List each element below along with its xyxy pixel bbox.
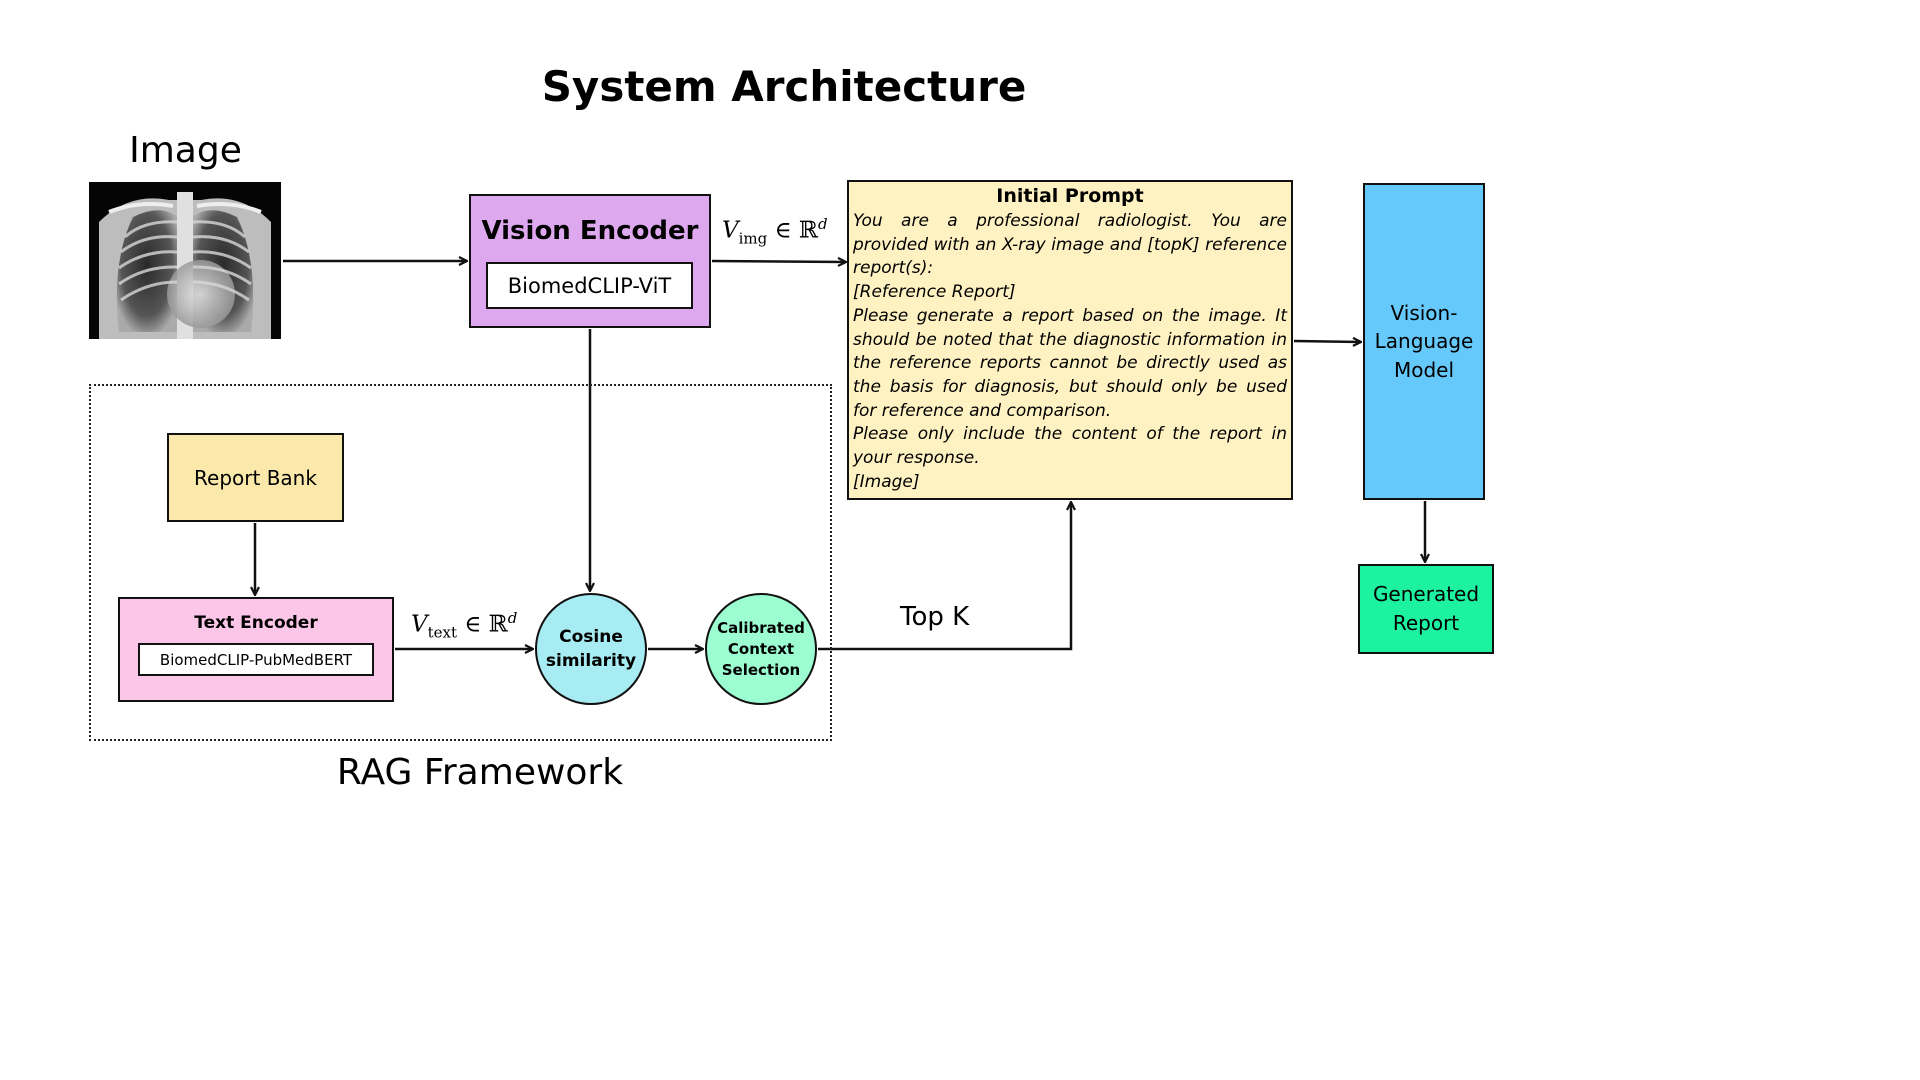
prompt-line: Please only include the content of the r…	[853, 424, 1287, 469]
cosine-label-line: similarity	[545, 651, 637, 671]
cosine-similarity-node: Cosine similarity	[535, 593, 647, 705]
arrow-calibrated-to-prompt	[818, 502, 1071, 651]
rag-framework-label: RAG Framework	[336, 752, 624, 793]
arrow-prompt-to-vlm	[1293, 341, 1361, 342]
text-encoder-title: Text Encoder	[194, 613, 318, 633]
initial-prompt-title: Initial Prompt	[996, 185, 1144, 207]
prompt-line: [Reference Report]	[853, 282, 1016, 303]
initial-prompt-text: You are a professional radiologist. You …	[853, 210, 1287, 494]
calibrated-context-selection-node: Calibrated Context Selection	[705, 593, 817, 705]
v-img-label: Vimg ∈ ℝd	[722, 215, 828, 248]
arrow-encoder-to-prompt	[711, 261, 846, 262]
generated-report-line: Generated	[1372, 582, 1480, 606]
generated-report-box: Generated Report	[1358, 564, 1494, 654]
v-text-label: Vtext ∈ ℝd	[411, 609, 518, 642]
calibrated-label-line: Context	[727, 639, 795, 658]
initial-prompt-box: Initial Prompt You are a professional ra…	[847, 180, 1293, 500]
vlm-label-line: Model	[1393, 357, 1455, 382]
vision-encoder-model: BiomedCLIP-ViT	[486, 262, 693, 309]
rag-framework-region	[89, 384, 832, 741]
connector-arrows	[0, 0, 1568, 882]
vision-language-model-box: Vision- Language Model	[1363, 183, 1485, 500]
prompt-line: Please generate a report based on the im…	[853, 305, 1287, 421]
calibrated-label-line: Calibrated	[717, 618, 805, 637]
chest-xray-image	[89, 182, 281, 339]
report-bank-box: Report Bank	[167, 433, 344, 522]
vlm-label-line: Vision-	[1390, 300, 1458, 325]
image-label: Image	[129, 130, 242, 171]
vlm-label-line: Language	[1374, 329, 1474, 354]
diagram-title: System Architecture	[541, 62, 1027, 111]
vision-encoder-title: Vision Encoder	[481, 216, 699, 246]
calibrated-label-line: Selection	[721, 660, 801, 679]
cosine-label-line: Cosine	[559, 627, 623, 647]
top-k-label: Top K	[900, 602, 970, 632]
generated-report-line: Report	[1392, 611, 1460, 635]
prompt-line: You are a professional radiologist. You …	[853, 211, 1287, 279]
text-encoder-model: BiomedCLIP-PubMedBERT	[138, 643, 374, 676]
prompt-line: [Image]	[853, 471, 920, 492]
